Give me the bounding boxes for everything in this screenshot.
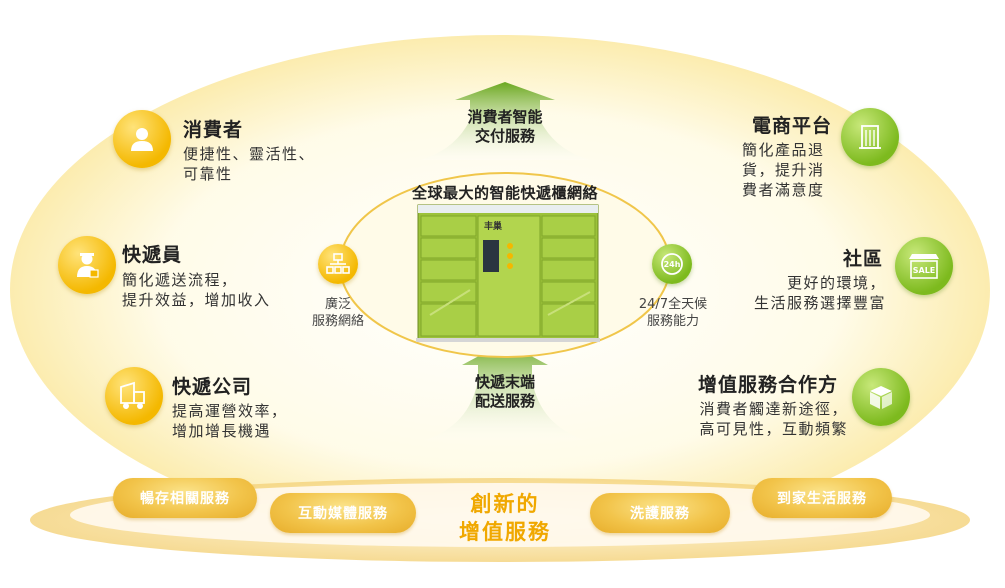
delivery-truck-icon (105, 367, 163, 425)
delivery-company-desc-line1: 提高運營效率， (172, 402, 288, 420)
svg-text:24h: 24h (664, 260, 681, 269)
ecommerce-desc-line2: 貨，提升消 (742, 161, 825, 179)
delivery-company-desc-line2: 增加增長機遇 (172, 422, 272, 440)
clock-24h-icon: 24h (652, 244, 692, 284)
ecommerce-desc-line3: 費者滿意度 (742, 181, 825, 199)
left-feature-line1: 廣泛 (324, 297, 351, 312)
bottom-arrow (425, 342, 585, 440)
consumer-desc: 便捷性、靈活性、 可靠性 (183, 144, 315, 184)
smart-locker-image (416, 204, 600, 342)
consumer-desc-line2: 可靠性 (183, 165, 233, 183)
svg-text:SALE: SALE (913, 266, 936, 275)
laundry-care-pill: 洗護服務 (590, 493, 730, 533)
innovative-services-line2: 增值服務 (459, 520, 551, 544)
ecommerce-desc: 簡化產品退 貨，提升消 費者滿意度 (742, 140, 825, 200)
storage-services-pill: 暢存相關服務 (113, 478, 257, 518)
courier-desc-line1: 簡化遞送流程， (122, 271, 238, 289)
locker-brand-label: 丰巢 (484, 222, 503, 232)
top-arrow-label: 消費者智能 交付服務 (440, 108, 570, 146)
innovative-services-line1: 創新的 (470, 492, 540, 516)
bottom-arrow-label-line1: 快遞末端 (474, 373, 535, 391)
community-desc: 更好的環境， 生活服務選擇豐富 (700, 273, 886, 313)
shop-sale-icon: SALE (895, 237, 953, 295)
home-living-pill: 到家生活服務 (752, 478, 892, 518)
delivery-company-desc: 提高運營效率， 增加增長機遇 (172, 401, 288, 441)
left-feature-line2: 服務網絡 (311, 314, 364, 329)
courier-desc: 簡化遞送流程， 提升效益，增加收入 (122, 270, 271, 310)
bottom-arrow-label: 快遞末端 配送服務 (445, 373, 565, 411)
network-title: 全球最大的智能快遞櫃網絡 (411, 184, 598, 202)
partner-title: 增值服務合作方 (698, 374, 839, 396)
community-title: 社區 (843, 248, 884, 270)
top-arrow (420, 82, 590, 160)
partner-desc: 消費者觸達新途徑， 高可見性，互動頻繁 (676, 399, 848, 439)
left-feature-label: 廣泛 服務網絡 (300, 296, 376, 330)
courier-icon (58, 236, 116, 294)
partner-desc-line1: 消費者觸達新途徑， (699, 400, 848, 418)
network-hierarchy-icon (318, 244, 358, 284)
innovative-services-label: 創新的 增值服務 (435, 490, 575, 546)
delivery-company-title: 快遞公司 (172, 376, 253, 398)
consumer-icon (113, 110, 171, 168)
interactive-media-pill: 互動媒體服務 (270, 493, 416, 533)
right-feature-label: 24/7全天候 服務能力 (628, 296, 718, 330)
bottom-arrow-label-line2: 配送服務 (474, 392, 535, 410)
right-feature-line2: 服務能力 (646, 314, 699, 329)
top-arrow-label-line1: 消費者智能 (467, 108, 543, 126)
community-desc-line1: 更好的環境， (786, 274, 886, 292)
consumer-desc-line1: 便捷性、靈活性、 (183, 145, 316, 163)
partner-desc-line2: 高可見性，互動頻繁 (699, 420, 848, 438)
community-desc-line2: 生活服務選擇豐富 (753, 294, 886, 312)
package-box-icon (852, 368, 910, 426)
top-arrow-label-line2: 交付服務 (474, 127, 535, 145)
ecommerce-desc-line1: 簡化產品退 (742, 141, 825, 159)
consumer-title: 消費者 (183, 119, 244, 141)
courier-desc-line2: 提升效益，增加收入 (122, 291, 271, 309)
ecommerce-title: 電商平台 (752, 115, 833, 137)
building-icon (841, 108, 899, 166)
right-feature-line1: 24/7全天候 (638, 297, 708, 312)
courier-title: 快遞員 (122, 244, 183, 266)
